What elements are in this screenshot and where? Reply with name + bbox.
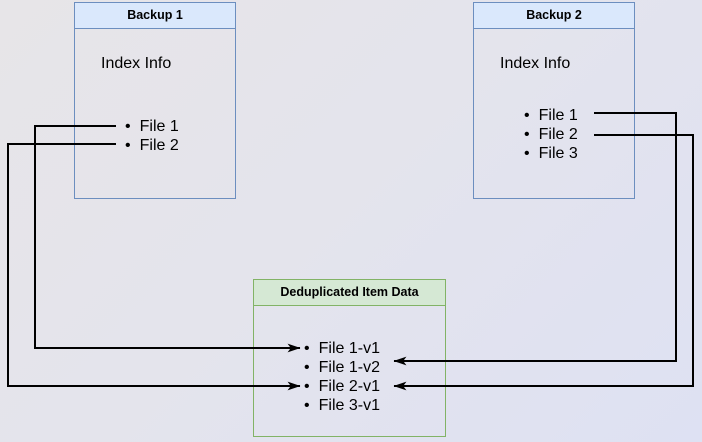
list-item: File 2 (125, 136, 179, 155)
backup2-index-info-label: Index Info (500, 55, 571, 72)
backup2-title: Backup 2 (474, 3, 634, 29)
dedup-box: Deduplicated Item Data File 1-v1 File 1-… (253, 279, 446, 437)
list-item: File 1 (524, 106, 578, 125)
dedup-file-list: File 1-v1 File 1-v2 File 2-v1 File 3-v1 (304, 339, 380, 415)
backup1-box: Backup 1 Index Info File 1 File 2 (74, 2, 236, 199)
list-item: File 3 (524, 144, 578, 163)
backup2-box: Backup 2 Index Info File 1 File 2 File 3 (473, 2, 635, 199)
list-item: File 1-v2 (304, 358, 380, 377)
list-item: File 1 (125, 117, 179, 136)
dedup-title: Deduplicated Item Data (254, 280, 445, 306)
list-item: File 2-v1 (304, 377, 380, 396)
list-item: File 3-v1 (304, 396, 380, 415)
backup2-file-list: File 1 File 2 File 3 (524, 106, 578, 163)
backup1-file-list: File 1 File 2 (125, 117, 179, 155)
list-item: File 1-v1 (304, 339, 380, 358)
backup1-index-info-label: Index Info (101, 55, 172, 72)
list-item: File 2 (524, 125, 578, 144)
backup1-title: Backup 1 (75, 3, 235, 29)
